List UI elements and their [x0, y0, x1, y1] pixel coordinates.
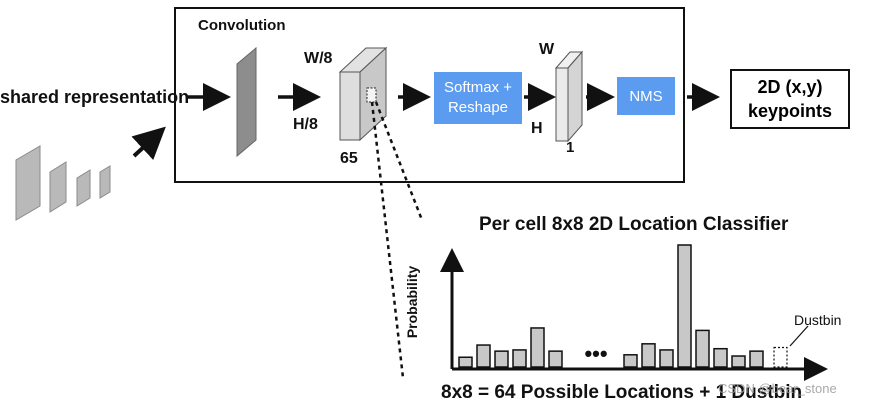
nms-box: NMS — [617, 77, 675, 115]
chart-bar — [530, 327, 545, 368]
channels-label: 65 — [340, 150, 358, 167]
zoom-line-right — [374, 101, 424, 221]
input-arrow — [131, 126, 166, 161]
keypoints-box: 2D (x,y) keypoints — [730, 69, 850, 129]
zoom-line-left — [370, 101, 405, 379]
h-label: H — [531, 120, 543, 137]
chart-bar — [695, 329, 710, 368]
chart-bars — [458, 244, 809, 368]
chart-title: Per cell 8x8 2D Location Classifier — [479, 214, 789, 235]
h8-label: H/8 — [293, 116, 318, 133]
depth-one-label: 1 — [566, 139, 575, 156]
chart-x-label: 8x8 = 64 Possible Locations + 1 Dustbin — [441, 382, 803, 403]
chart-bar — [713, 347, 728, 368]
tensor-65-block — [338, 46, 388, 142]
softmax-reshape-box: Softmax + Reshape — [434, 72, 522, 124]
heatmap-slab — [554, 50, 584, 143]
w-label: W — [539, 41, 555, 58]
chart-bar — [659, 349, 674, 368]
chart-bar — [494, 350, 509, 368]
chart-y-label: Probability — [404, 265, 420, 339]
watermark: CSDN @bear_stone — [718, 381, 837, 396]
dustbin-bar — [773, 346, 788, 368]
chart-bar — [749, 350, 764, 368]
chart-bar — [476, 344, 491, 368]
shared-representation-label: shared representation — [0, 87, 190, 107]
dustbin-pointer — [789, 325, 809, 347]
conv-feature-slab — [236, 46, 257, 158]
convolution-title: Convolution — [198, 17, 286, 34]
convolution-box — [174, 7, 685, 183]
chart-bar — [677, 244, 692, 368]
chart-bar — [641, 343, 656, 368]
chart-bar — [458, 356, 473, 368]
dustbin-label: Dustbin — [794, 312, 842, 328]
w8-label: W/8 — [304, 50, 333, 67]
chart-bar — [512, 349, 527, 368]
shared-representation-stack — [15, 145, 111, 221]
chart-ellipsis: ••• — [584, 341, 607, 366]
chart-bar — [548, 350, 563, 368]
chart-bar — [623, 354, 638, 368]
chart-bar — [731, 355, 746, 368]
